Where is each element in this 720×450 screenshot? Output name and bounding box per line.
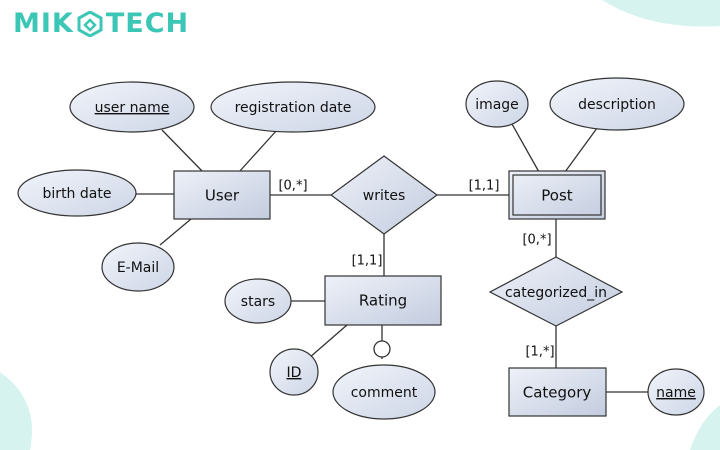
attribute-label: registration date <box>235 100 352 116</box>
attribute-label: description <box>578 97 656 113</box>
brand-logo: MIK TECH <box>13 8 189 39</box>
entity-label: Category <box>523 384 592 402</box>
attribute-birth-date[interactable]: birth date <box>17 169 137 217</box>
brand-name-left: MIK <box>13 8 74 39</box>
attribute-stars[interactable]: stars <box>224 278 292 324</box>
attribute-label: E-Mail <box>117 260 159 276</box>
corner-accent-bottom-right <box>690 405 720 450</box>
attribute-description[interactable]: description <box>549 77 685 131</box>
line-regdate-user <box>238 129 278 173</box>
attribute-comment[interactable]: comment <box>332 364 436 420</box>
brand-name-right: TECH <box>105 8 190 39</box>
entity-post[interactable]: Post <box>508 170 606 220</box>
attribute-label: ID <box>287 365 302 381</box>
relationship-label: categorized_in <box>505 285 607 301</box>
cardinality-writes-rating: [1,1] <box>352 254 383 269</box>
line-username-user <box>161 129 204 173</box>
line-email-user <box>159 218 192 246</box>
attribute-label: name <box>656 385 696 401</box>
entity-rating[interactable]: Rating <box>324 275 442 326</box>
relationship-label: writes <box>363 188 406 204</box>
corner-accent-bottom-left <box>0 372 32 450</box>
attribute-email[interactable]: E-Mail <box>101 242 175 292</box>
attribute-label: user name <box>95 100 170 116</box>
optional-attribute-marker-icon <box>373 340 391 358</box>
corner-accent-top-right <box>602 0 720 27</box>
cardinality-writes-post: [1,1] <box>469 179 500 194</box>
line-description-post <box>564 123 601 173</box>
entity-user[interactable]: User <box>173 170 271 220</box>
attribute-label: birth date <box>43 186 112 202</box>
attribute-registration-date[interactable]: registration date <box>210 81 376 133</box>
cardinality-post-categorized: [0,*] <box>522 233 551 248</box>
line-id-rating <box>308 324 348 359</box>
cardinality-user-writes: [0,*] <box>278 179 307 194</box>
attribute-label: stars <box>241 294 275 310</box>
entity-label: User <box>205 187 240 205</box>
relationship-categorized-in[interactable]: categorized_in <box>488 256 624 327</box>
attribute-label: comment <box>351 385 418 401</box>
cardinality-categorized-category: [1,*] <box>525 345 554 360</box>
entity-label: Post <box>541 187 573 205</box>
attribute-image[interactable]: image <box>465 80 529 128</box>
entity-label: Rating <box>359 292 407 310</box>
attribute-user-name[interactable]: user name <box>69 81 195 133</box>
attribute-label: image <box>475 97 519 113</box>
hexagon-logo-icon <box>77 10 103 37</box>
line-image-post <box>511 123 540 173</box>
entity-category[interactable]: Category <box>508 367 607 417</box>
attribute-id[interactable]: ID <box>269 348 319 396</box>
relationship-writes[interactable]: writes <box>329 155 439 235</box>
attribute-category-name[interactable]: name <box>647 368 705 416</box>
